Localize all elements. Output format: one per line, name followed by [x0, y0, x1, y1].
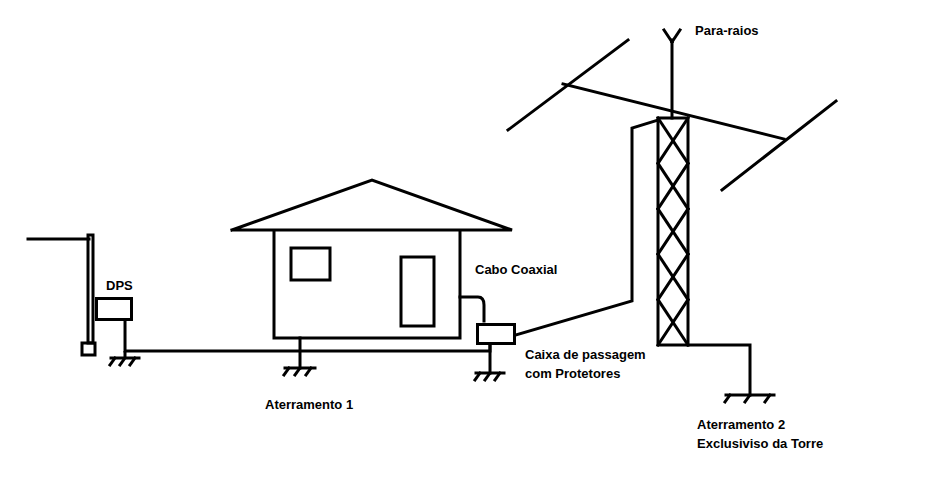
- house-roof: [232, 180, 512, 230]
- ground-symbol: [110, 358, 139, 365]
- junction-box: Caixa de passagem com Protetores: [476, 323, 516, 345]
- tower-lattice: [658, 300, 688, 345]
- house-door: [401, 257, 434, 326]
- pole-base: [82, 343, 95, 355]
- ground-wire: [299, 338, 302, 368]
- tower-lattice: [658, 254, 688, 299]
- node-label: DPS: [106, 276, 166, 295]
- antenna-element: [508, 40, 628, 130]
- annotation-label: Cabo Coaxial: [475, 260, 595, 279]
- house-walls: [274, 231, 460, 338]
- annotation-label: Aterramento 1: [265, 395, 395, 414]
- tower-lattice: [658, 163, 688, 208]
- coaxial-cable: [516, 120, 658, 335]
- antenna-element: [722, 101, 836, 190]
- ground-symbol: [284, 368, 315, 375]
- ground-symbol: [475, 373, 504, 380]
- coaxial-cable: [460, 297, 484, 321]
- lightning-rod: [664, 30, 672, 42]
- surge-protector-box: DPS: [95, 297, 133, 321]
- tower-lattice: [658, 209, 688, 254]
- tower-lattice: [658, 300, 688, 345]
- tower-lattice: [658, 163, 688, 208]
- tower-lattice: [658, 209, 688, 254]
- tower-lattice: [658, 254, 688, 299]
- ground-wire: [688, 345, 750, 395]
- mast: [671, 40, 674, 118]
- ground-wire: [125, 321, 490, 351]
- ground-symbol: [725, 395, 774, 402]
- node-label: Caixa de passagem com Protetores: [525, 345, 650, 383]
- annotation-label: Para-raios: [695, 21, 815, 40]
- power-line: [28, 238, 89, 241]
- tower: [658, 118, 688, 345]
- tower-lattice: [658, 118, 688, 163]
- annotation-label: Aterramento 2 Exclusiviso da Torre: [697, 415, 837, 453]
- lightning-rod: [672, 30, 680, 42]
- antenna-boom: [563, 84, 784, 139]
- ground-wire: [124, 351, 127, 358]
- house-window: [291, 248, 330, 280]
- utility-pole: [88, 235, 93, 343]
- tower-lattice: [658, 118, 688, 163]
